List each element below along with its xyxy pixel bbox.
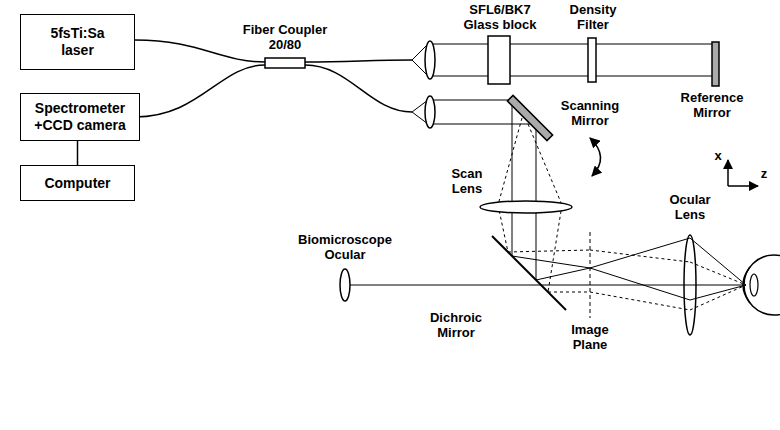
part-label: Reference Mirror (672, 90, 752, 120)
scanned-beam (548, 292, 590, 293)
reference-mirror (712, 42, 719, 86)
device-box: Spectrometer +CCD camera (20, 93, 140, 141)
scanned-beam (508, 250, 590, 252)
scanned-beam (590, 250, 690, 262)
part-label: Dichroic Mirror (416, 310, 496, 340)
part-label: x (712, 148, 724, 163)
cornea (743, 267, 750, 303)
cable-line (77, 141, 79, 165)
box-label: Computer (44, 175, 110, 192)
part-label: z (758, 166, 770, 181)
scan-lens (480, 201, 572, 213)
optical-fiber (135, 65, 265, 117)
scanned-beam (498, 118, 522, 205)
scanned-beam (548, 205, 562, 292)
scanning-mirror (507, 95, 552, 140)
optical-fiber (305, 65, 412, 112)
light-beam (536, 238, 746, 285)
box-label: Spectrometer +CCD camera (28, 100, 132, 134)
ocular-eyepiece (340, 269, 350, 301)
part-label: Scan Lens (444, 166, 490, 196)
eye-lens (750, 274, 758, 296)
part-label: Density Filter (558, 2, 628, 32)
collimator-lens (425, 41, 435, 79)
dichroic-mirror (492, 236, 566, 310)
eye (744, 255, 780, 315)
density-filter (588, 38, 596, 82)
glass-block (488, 36, 510, 84)
device-box: 5fsTi:Sa laser (20, 14, 135, 70)
axis-arrow (727, 160, 729, 186)
fiber-coupler (265, 58, 305, 68)
part-label: Fiber Coupler 20/80 (235, 22, 335, 52)
part-label: Ocular Lens (658, 192, 722, 222)
ocular-lens (684, 235, 696, 335)
scan-arrow (590, 138, 601, 176)
scanned-beam (690, 262, 746, 285)
part-label: Scanning Mirror (550, 98, 630, 128)
device-box: Computer (20, 165, 135, 201)
optical-fiber (305, 60, 412, 62)
box-label: 5fsTi:Sa laser (42, 25, 114, 59)
light-beam (512, 100, 513, 256)
optical-fiber (135, 40, 265, 62)
viewing-axis (350, 285, 744, 286)
axis-arrow (728, 185, 758, 187)
part-label: SFL6/BK7 Glass block (455, 2, 545, 32)
image-plane (590, 232, 591, 318)
light-beam (430, 44, 712, 45)
light-beam (430, 100, 512, 101)
part-label: Image Plane (560, 322, 620, 352)
part-label: Biomicroscope Ocular (290, 232, 400, 262)
collimator-lens (425, 96, 435, 128)
light-beam (430, 76, 712, 77)
